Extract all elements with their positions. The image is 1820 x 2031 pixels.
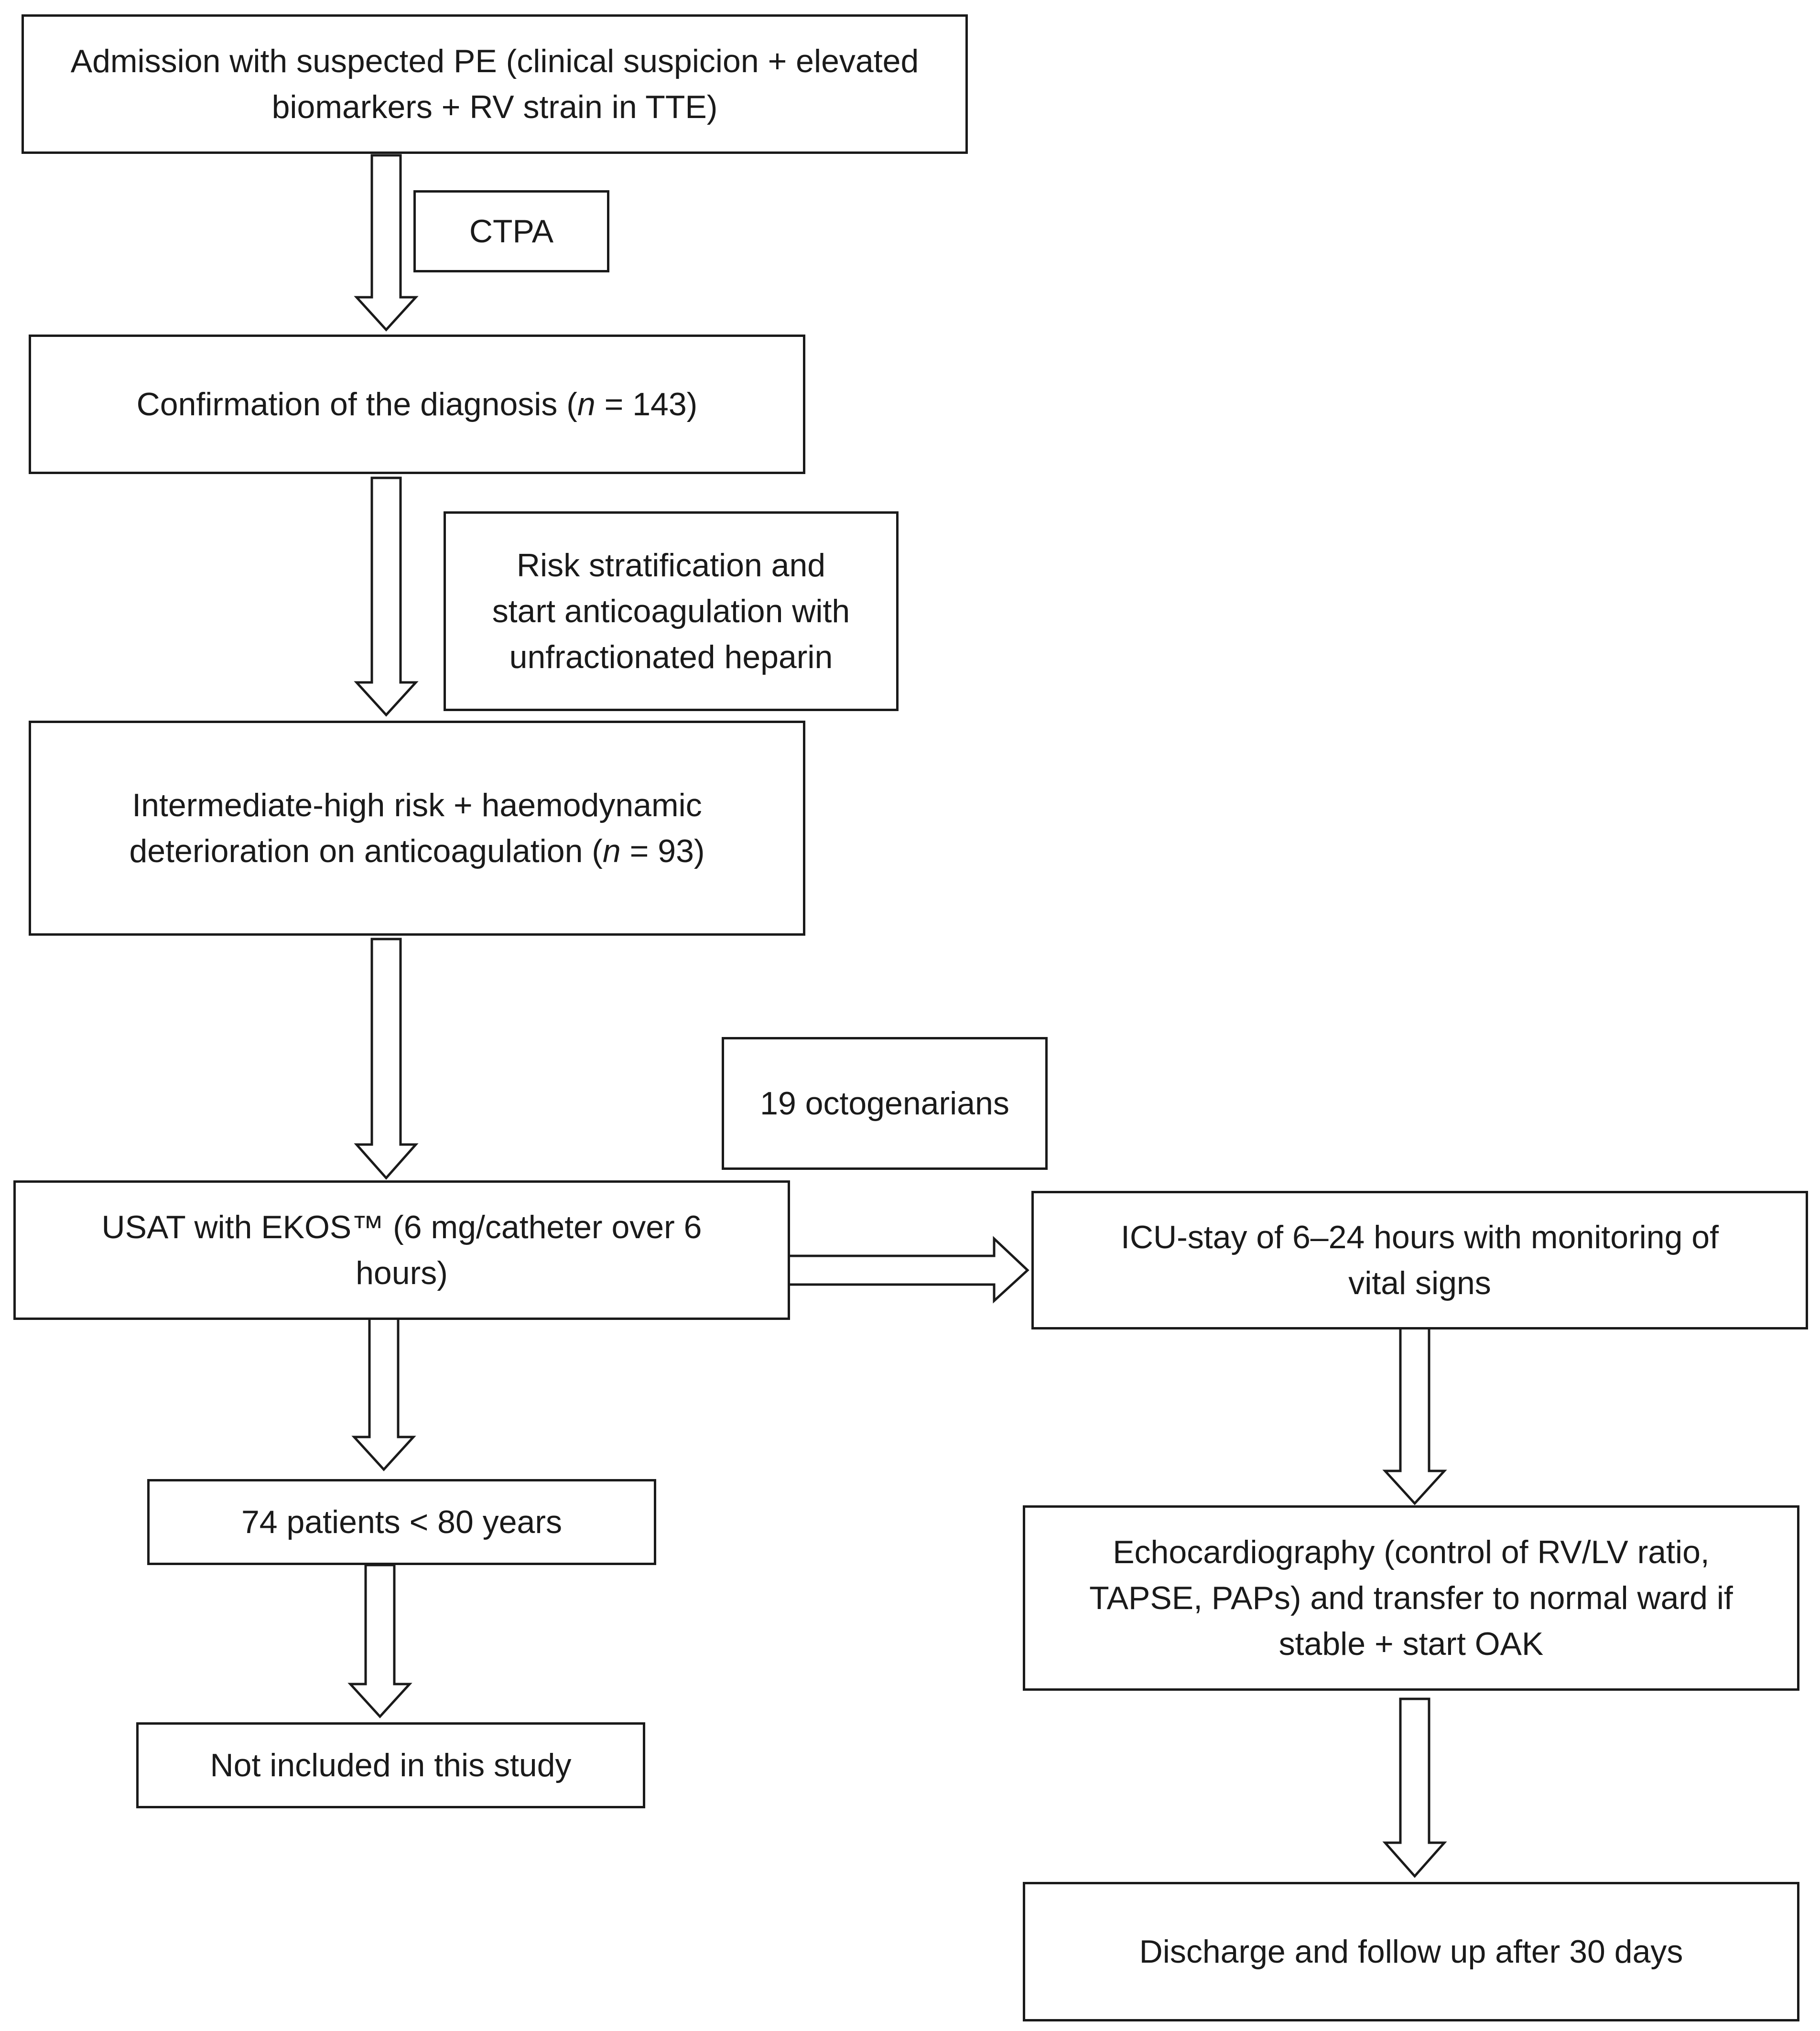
under-80-text: 74 patients < 80 years (241, 1504, 562, 1540)
confirmation-text: Confirmation of the diagnosis (n = 143) (137, 381, 698, 427)
intermediate-text-line-2-pre: deterioration on anticoagulation ( (129, 833, 603, 869)
intermediate-text-line-1: Intermediate-high risk + haemodynamic (132, 787, 702, 823)
echo-text-line-3: stable + start OAK (1278, 1626, 1544, 1662)
risk-stratification-box: Risk stratification and start anticoagul… (444, 511, 899, 711)
confirmation-n-symbol: n (577, 386, 596, 422)
arrow-usat-to-icu (787, 1236, 1029, 1304)
usat-text-line-1: USAT with EKOS™ (6 mg/catheter over 6 (101, 1209, 702, 1245)
icu-stay-box: ICU-stay of 6–24 hours with monitoring o… (1031, 1191, 1808, 1329)
admission-text-line-2: biomarkers + RV strain in TTE) (271, 89, 718, 125)
risk-text-line-1: Risk stratification and (516, 547, 826, 583)
arrow-echo-to-discharge (1382, 1697, 1447, 1878)
risk-text-line-3: unfractionated heparin (509, 639, 833, 675)
icu-text-line-1: ICU-stay of 6–24 hours with monitoring o… (1120, 1219, 1719, 1255)
ctpa-text: CTPA (469, 213, 554, 249)
discharge-text: Discharge and follow up after 30 days (1139, 1934, 1683, 1970)
intermediate-text-line-2-post: = 93) (620, 833, 705, 869)
arrow-usat-to-under80 (351, 1313, 416, 1471)
confirmation-text-pre: Confirmation of the diagnosis ( (136, 386, 577, 422)
confirmation-box: Confirmation of the diagnosis (n = 143) (29, 335, 805, 474)
intermediate-text-line-2: deterioration on anticoagulation (n = 93… (129, 828, 704, 874)
intermediate-risk-box: Intermediate-high risk + haemodynamic de… (29, 721, 805, 936)
discharge-box: Discharge and follow up after 30 days (1023, 1882, 1799, 2021)
arrow-intermediate-to-usat (354, 938, 419, 1180)
echocardiography-box: Echocardiography (control of RV/LV ratio… (1023, 1505, 1799, 1691)
arrow-confirmation-to-intermediate (354, 476, 419, 717)
not-included-box: Not included in this study (136, 1722, 645, 1808)
under-80-box: 74 patients < 80 years (147, 1479, 656, 1565)
echo-text-line-2: TAPSE, PAPs) and transfer to normal ward… (1089, 1580, 1733, 1616)
octogenarians-text: 19 octogenarians (760, 1085, 1009, 1122)
arrow-under80-to-not-included (347, 1564, 412, 1718)
arrow-admission-to-confirmation (354, 154, 419, 332)
echo-text-line-1: Echocardiography (control of RV/LV ratio… (1113, 1534, 1710, 1570)
arrow-icu-to-echo (1382, 1325, 1447, 1505)
risk-text-line-2: start anticoagulation with (492, 593, 850, 629)
admission-text-line-1: Admission with suspected PE (clinical su… (70, 43, 919, 79)
admission-box: Admission with suspected PE (clinical su… (22, 14, 968, 154)
usat-box: USAT with EKOS™ (6 mg/catheter over 6 ho… (13, 1180, 790, 1320)
octogenarians-box: 19 octogenarians (722, 1037, 1048, 1170)
usat-text-line-2: hours) (356, 1255, 448, 1291)
intermediate-n-symbol: n (602, 833, 621, 869)
not-included-text: Not included in this study (210, 1747, 572, 1783)
ctpa-box: CTPA (413, 190, 609, 272)
confirmation-text-post: = 143) (595, 386, 698, 422)
icu-text-line-2: vital signs (1348, 1265, 1491, 1301)
